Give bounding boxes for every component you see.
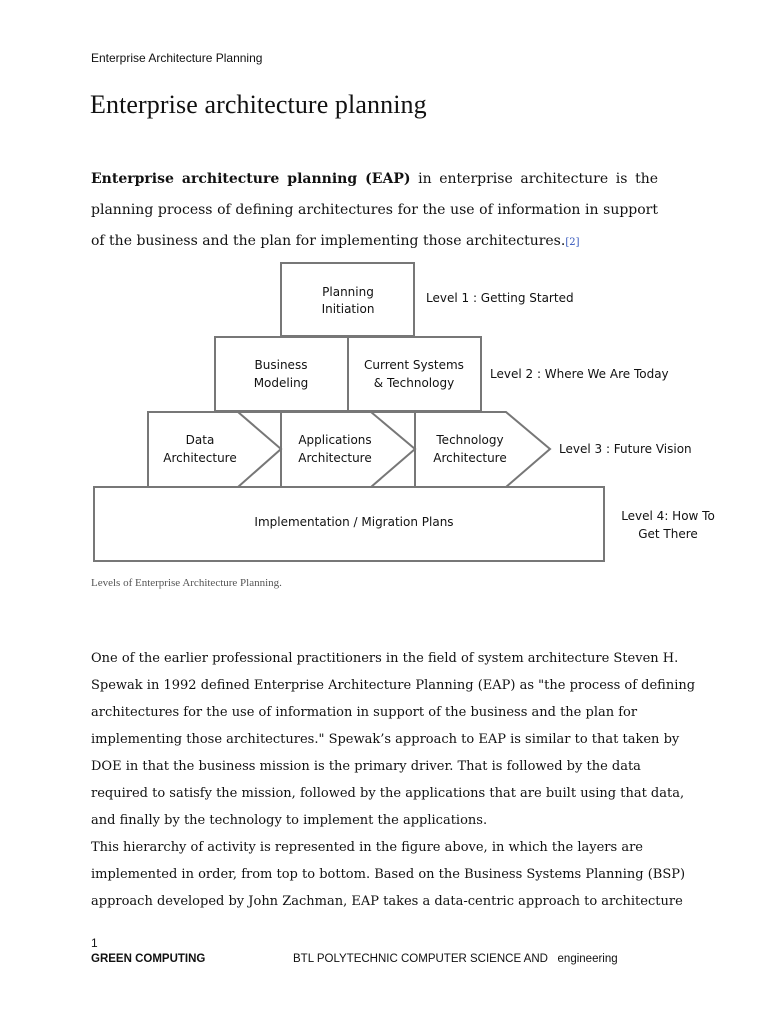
body-paragraph: One of the earlier professional practiti…	[91, 645, 696, 915]
intro-text-4: for the use of information in support of…	[91, 202, 659, 249]
page-number: 1	[91, 936, 98, 950]
footer-left-text: GREEN COMPUTING	[91, 953, 206, 965]
body-line: This hierarchy of activity is represente…	[91, 840, 643, 855]
implementation-box	[93, 486, 605, 562]
current-systems-box	[347, 336, 482, 412]
planning-initiation-box	[280, 262, 415, 337]
link-enterprise-architecture[interactable]: enterprise architecture	[439, 171, 609, 187]
eap-term: Enterprise architecture planning (EAP)	[91, 171, 411, 187]
body-line: One of the earlier professional practiti…	[91, 651, 679, 666]
intro-paragraph: Enterprise architecture planning (EAP) i…	[91, 164, 658, 258]
page-title: Enterprise architecture planning	[90, 90, 427, 119]
business-modeling-box	[214, 336, 349, 412]
running-header: Enterprise Architecture Planning	[91, 51, 263, 65]
body-line: implementing those architectures." Spewa…	[91, 732, 680, 747]
body-line: architectures for the use of information…	[91, 705, 638, 720]
citation-link[interactable]: [2]	[565, 237, 580, 248]
applications-architecture-arrow	[280, 411, 416, 488]
level-1-label: Level 1 : Getting Started	[426, 291, 574, 305]
level-2-label: Level 2 : Where We Are Today	[490, 367, 669, 381]
figure-caption: Levels of Enterprise Architecture Planni…	[91, 577, 282, 589]
link-architectures[interactable]: architectures	[298, 202, 393, 218]
footer-right-text: BTL POLYTECHNIC COMPUTER SCIENCE AND eng…	[293, 953, 618, 965]
body-line: approach developed by John Zachman, EAP …	[91, 894, 683, 909]
body-line: Spewak in 1992 defined Enterprise Archit…	[91, 678, 696, 693]
body-line: required to satisfy the mission, followe…	[91, 786, 685, 801]
technology-architecture-arrow	[415, 411, 552, 488]
chevron-applications	[370, 411, 417, 488]
link-planning[interactable]: planning	[91, 202, 154, 218]
intro-text-3: process of defining	[153, 202, 299, 218]
body-line: and finally by the technology to impleme…	[91, 813, 488, 828]
data-architecture-arrow	[147, 411, 282, 488]
intro-text-1: in	[410, 171, 440, 187]
body-line: DOE in that the business mission is the …	[91, 759, 641, 774]
intro-text-2: is the	[608, 171, 658, 187]
current-systems-label: Current Systems& Technology	[364, 358, 464, 390]
body-line: implemented in order, from top to bottom…	[91, 867, 686, 882]
implementation-label: Implementation / Migration Plans	[254, 515, 453, 529]
level-3-label: Level 3 : Future Vision	[559, 442, 692, 456]
